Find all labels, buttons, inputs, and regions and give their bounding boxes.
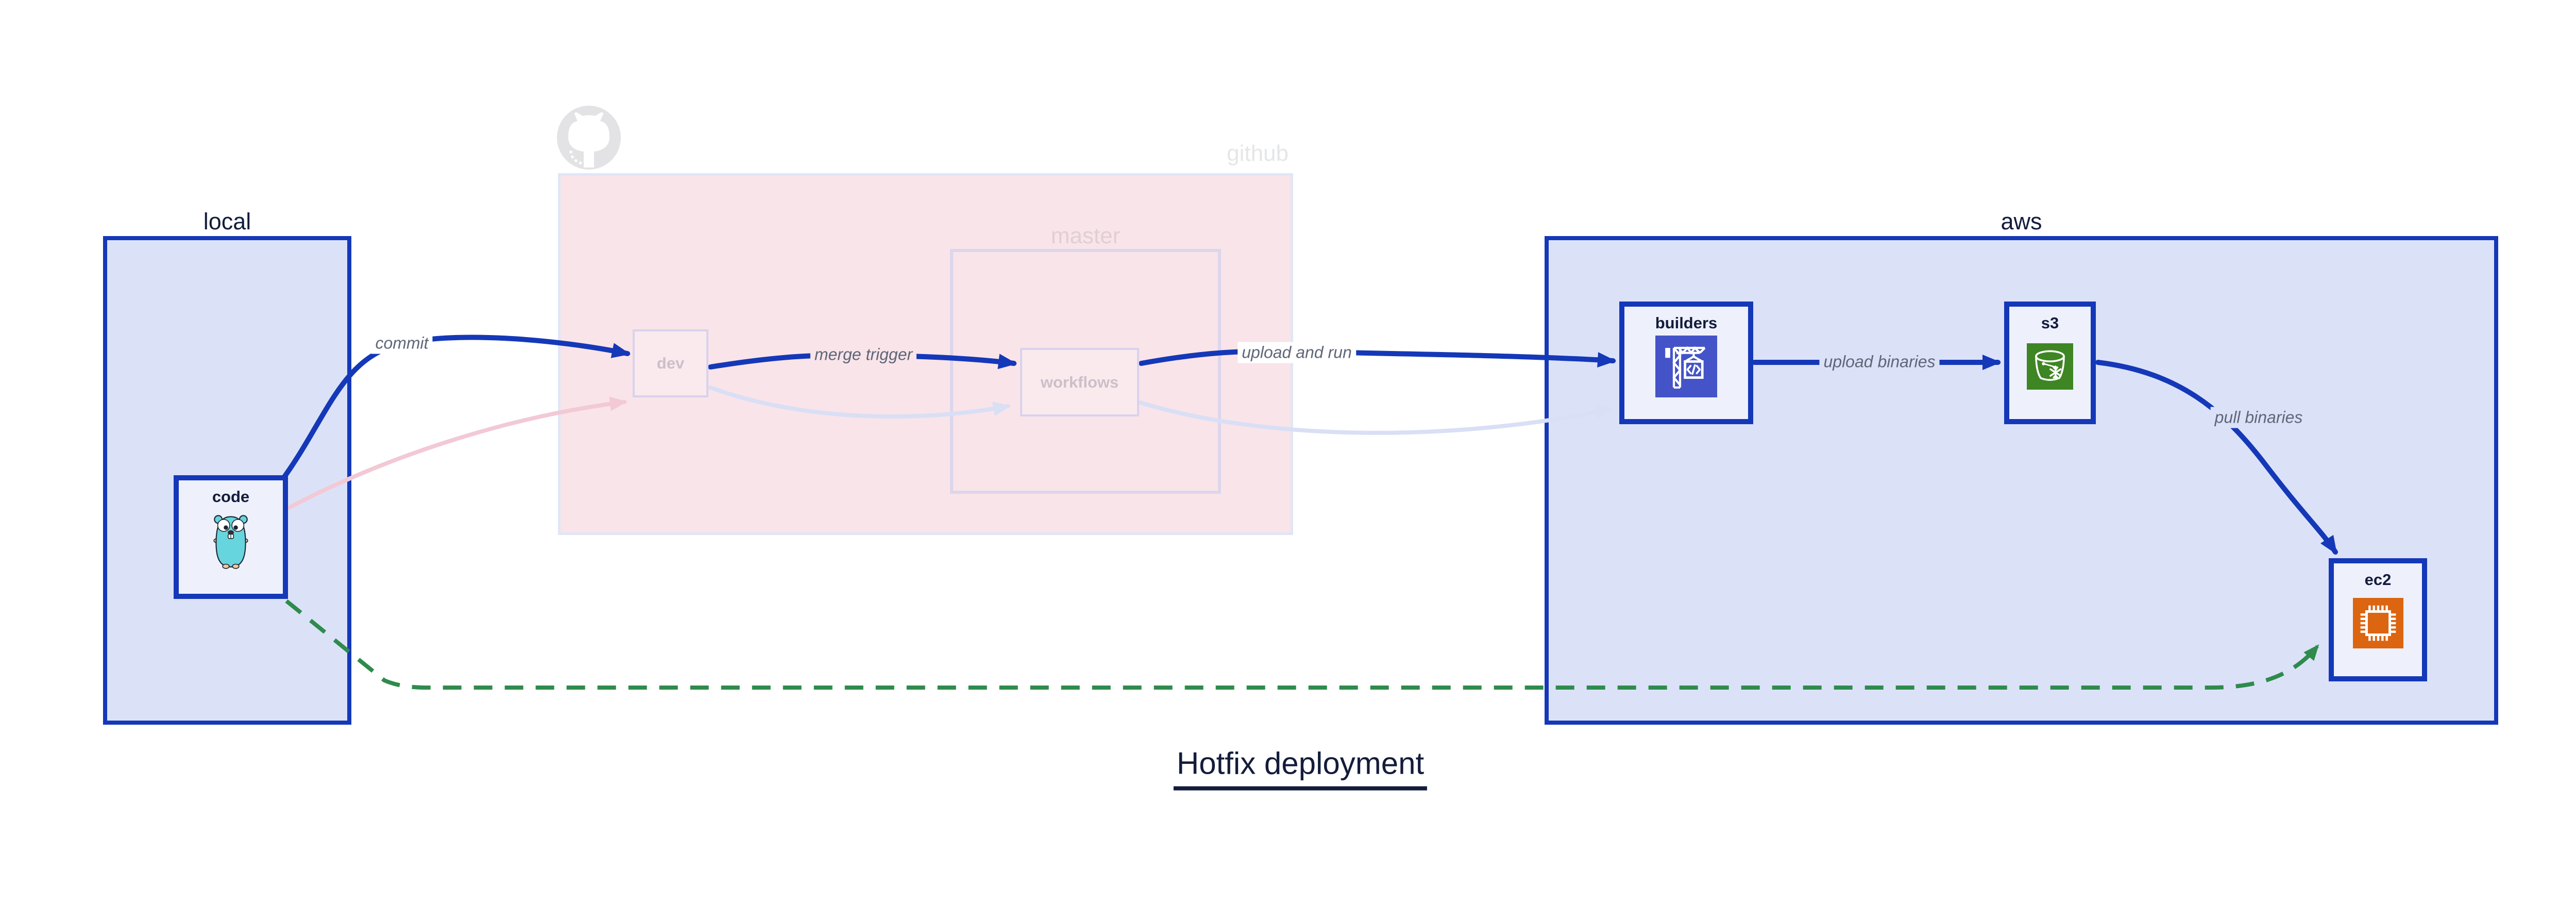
node-code-label: code xyxy=(212,488,250,506)
github-icon xyxy=(557,106,621,170)
node-s3-label: s3 xyxy=(2041,314,2059,332)
aws-codebuild-icon xyxy=(1655,335,1717,397)
node-dev-label: dev xyxy=(656,354,685,372)
diagram-title: Hotfix deployment xyxy=(1173,746,1428,791)
group-aws-label: aws xyxy=(2001,208,2042,235)
edge-upload-and-run xyxy=(1139,348,1616,368)
group-master-label: master xyxy=(1050,223,1121,248)
group-local-label: local xyxy=(203,208,251,235)
aws-ec2-icon xyxy=(2352,598,2403,649)
node-workflows-label: workflows xyxy=(1040,373,1119,391)
node-workflows: workflows xyxy=(1020,348,1139,416)
group-github: github master xyxy=(557,106,1293,535)
node-builders: builders xyxy=(1619,302,1753,424)
node-ec2-label: ec2 xyxy=(2364,571,2392,589)
edge-label-merge-trigger: merge trigger xyxy=(810,344,917,365)
node-dev: dev xyxy=(633,329,708,397)
node-s3: s3 xyxy=(2004,302,2096,424)
go-gopher-icon xyxy=(213,514,248,569)
edge-label-commit: commit xyxy=(371,332,433,354)
edge-pull-binaries xyxy=(2095,360,2338,555)
node-ec2: ec2 xyxy=(2329,558,2427,681)
edge-faded-code-dev xyxy=(287,396,628,510)
edge-label-pull-binaries: pull binaries xyxy=(2210,407,2307,428)
edge-label-upload-and-run: upload and run xyxy=(1238,342,1356,363)
edge-hotfix-direct-deploy xyxy=(285,599,2319,690)
node-code: code xyxy=(174,475,288,599)
group-github-label: github xyxy=(1227,141,1289,166)
node-builders-label: builders xyxy=(1655,314,1718,332)
group-master: master xyxy=(950,223,1221,494)
edge-commit xyxy=(282,335,631,479)
edge-label-upload-binaries: upload binaries xyxy=(1819,351,1940,373)
edge-faded-workflows-builders xyxy=(1138,400,1614,435)
edge-faded-dev-workflows xyxy=(708,386,1011,419)
aws-s3-glacier-icon xyxy=(2027,343,2073,390)
